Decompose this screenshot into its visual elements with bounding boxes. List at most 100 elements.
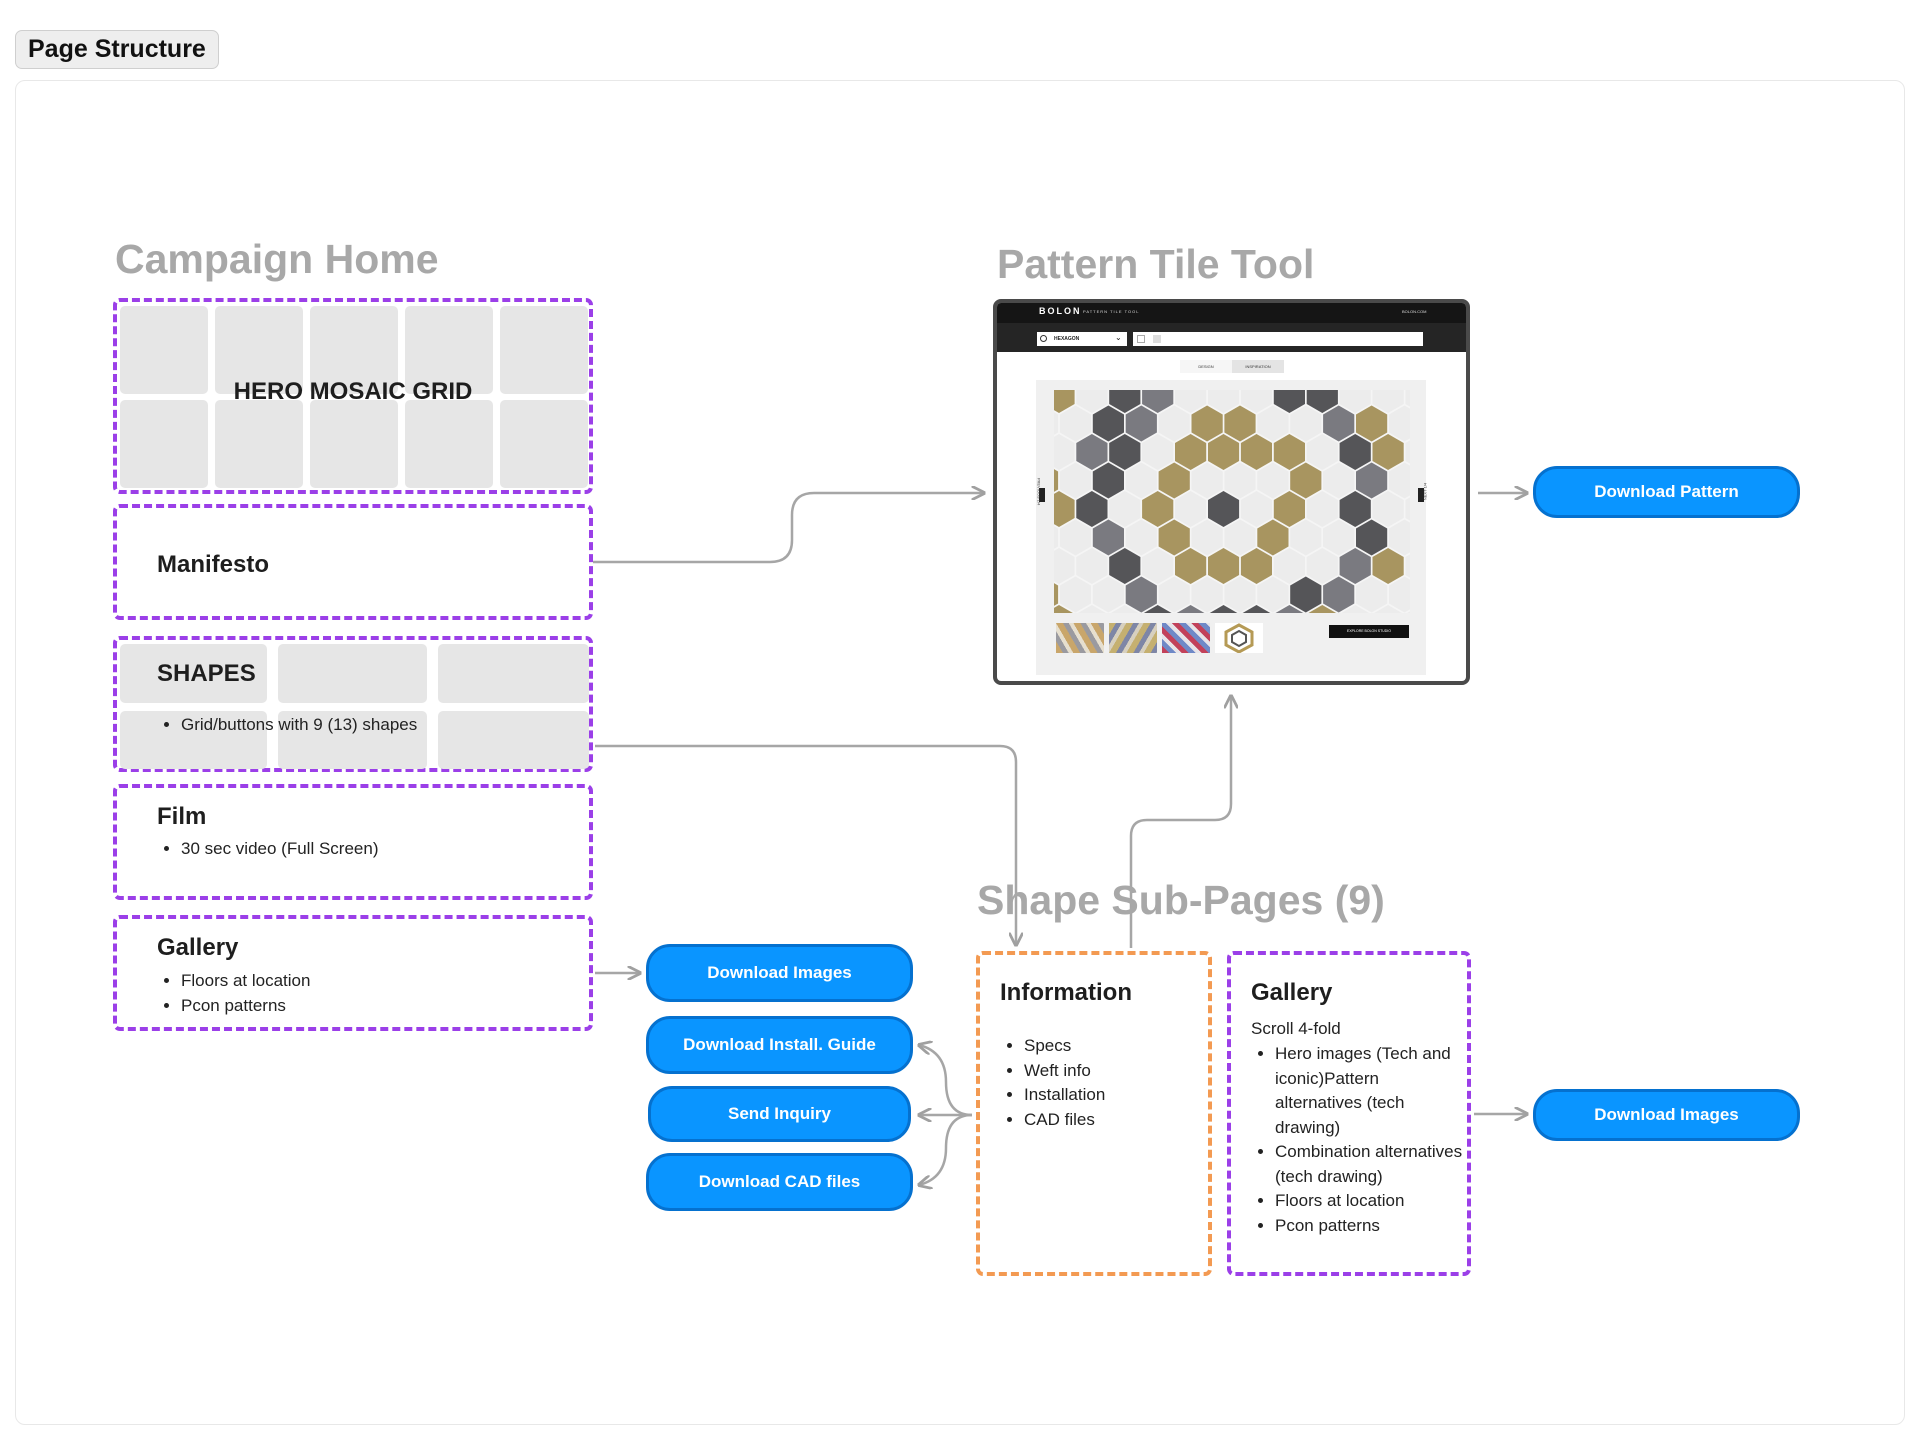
hexagon-tile — [1054, 469, 1059, 492]
mock-shape-select[interactable]: HEXAGON ⌄ — [1037, 332, 1127, 346]
subpage-gallery-bullet: Pcon patterns — [1275, 1214, 1465, 1239]
mock-prev-label: PREVIOUS 1/4 — [1036, 477, 1042, 506]
download-cad-files-button[interactable]: Download CAD files — [646, 1153, 913, 1211]
gallery-bullet: Pcon patterns — [181, 994, 577, 1019]
subpage-gallery-subtitle: Scroll 4-fold — [1251, 1019, 1341, 1038]
hexagon-tile — [1109, 434, 1141, 470]
hexagon-tile — [1323, 519, 1355, 556]
hero-mosaic-label: HERO MOSAIC GRID — [233, 378, 473, 405]
hexagon-tile — [1356, 519, 1388, 556]
hexagon-tile — [1054, 390, 1075, 413]
hexagon-tile — [1109, 390, 1141, 413]
hexagon-tile — [1290, 405, 1322, 442]
shape-cell — [438, 711, 589, 769]
mosaic-cell — [215, 306, 303, 394]
download-images-button[interactable]: Download Images — [646, 944, 913, 1002]
hexagon-tile — [1125, 405, 1157, 442]
mock-explore-button[interactable]: EXPLORE BOLON STUDIO — [1329, 625, 1409, 638]
mock-next-handle[interactable] — [1418, 488, 1424, 502]
shape-cell — [120, 644, 267, 703]
hexagon-tile — [1257, 576, 1289, 613]
download-images-subpage-button[interactable]: Download Images — [1533, 1089, 1800, 1141]
hexagon-tile — [1191, 462, 1223, 499]
hexagon-tile — [1273, 390, 1305, 413]
hexagon-tile — [1158, 519, 1190, 556]
hexagon-tile — [1142, 491, 1174, 527]
hexagon-tile — [1076, 548, 1108, 584]
hexagon-tile — [1224, 462, 1256, 499]
hexagon-tile — [1275, 605, 1304, 613]
hexagon-tile — [1389, 576, 1410, 613]
hexagon-tile — [1209, 605, 1238, 613]
information-block: Information Specs Weft info Installation… — [976, 951, 1212, 1276]
hexagon-tile — [1109, 548, 1141, 584]
hexagon-tile — [1323, 405, 1355, 442]
chevron-down-icon: ⌄ — [1115, 333, 1122, 342]
hexagon-tile — [1339, 548, 1371, 584]
mock-thumbnail[interactable] — [1215, 623, 1263, 654]
download-install-guide-button[interactable]: Download Install. Guide — [646, 1016, 913, 1074]
subpage-gallery-bullet: Floors at location — [1275, 1189, 1465, 1214]
hexagon-tile — [1323, 576, 1355, 613]
mock-select-value: HEXAGON — [1054, 336, 1080, 342]
send-inquiry-button[interactable]: Send Inquiry — [648, 1086, 911, 1142]
hexagon-tile — [1059, 405, 1091, 442]
hexagon-tile — [1054, 583, 1059, 606]
subpage-gallery-block: Gallery Scroll 4-fold Hero images (Tech … — [1227, 951, 1471, 1276]
shape-cell — [120, 711, 267, 769]
hexagon-tile — [1339, 491, 1371, 527]
shape-cell — [438, 644, 589, 703]
mock-tab-inspiration[interactable]: INSPIRATION — [1232, 360, 1284, 373]
hexagon-tile — [1176, 605, 1205, 613]
mock-next-label: NEXT 1/4 — [1422, 482, 1428, 501]
mock-site-link[interactable]: BOLON.COM — [1402, 309, 1427, 314]
film-bullets: 30 sec video (Full Screen) — [157, 837, 577, 862]
hexagon-tile — [1158, 462, 1190, 499]
mock-color-bar[interactable] — [1133, 332, 1423, 346]
hexagon-tile — [1059, 462, 1091, 499]
mock-tab-design[interactable]: DESIGN — [1180, 360, 1232, 373]
swatch-icon — [1137, 335, 1145, 343]
hexagon-tile — [1208, 548, 1240, 584]
hexagon-tile — [1290, 519, 1322, 556]
hexagon-tile — [1076, 491, 1108, 527]
hexagon-tile — [1059, 519, 1091, 556]
mosaic-cell — [120, 400, 208, 488]
subpage-gallery-bullet: Hero images (Tech and iconic)Pattern alt… — [1275, 1042, 1465, 1140]
gallery-block: Gallery Floors at location Pcon patterns — [113, 915, 593, 1031]
hexagon-tile — [1076, 434, 1108, 470]
hexagon-tile — [1290, 462, 1322, 499]
download-pattern-button[interactable]: Download Pattern — [1533, 466, 1800, 518]
mock-thumbnail[interactable] — [1056, 623, 1104, 653]
hexagon-tile — [1142, 434, 1174, 470]
film-bullet: 30 sec video (Full Screen) — [181, 837, 577, 862]
section-title-pattern-tile-tool: Pattern Tile Tool — [997, 241, 1315, 287]
hexagon-tile — [1142, 390, 1174, 413]
shapes-title: SHAPES — [157, 660, 256, 687]
information-bullet: CAD files — [1024, 1108, 1200, 1133]
hexagon-tile — [1405, 554, 1410, 578]
mock-thumbnail[interactable] — [1109, 623, 1157, 653]
subpage-gallery-title: Gallery — [1251, 979, 1333, 1006]
hexagon-tile — [1054, 491, 1075, 527]
gallery-bullet: Floors at location — [181, 969, 577, 994]
hexagon-tile — [1125, 519, 1157, 556]
mock-prev-handle[interactable] — [1039, 488, 1045, 502]
information-bullets: Specs Weft info Installation CAD files — [1000, 1034, 1200, 1132]
hexagon-tile — [1405, 440, 1410, 464]
hexagon-tile — [1142, 548, 1174, 584]
mosaic-cell — [215, 400, 303, 488]
mock-thumbnail[interactable] — [1162, 623, 1210, 653]
hexagon-tile — [1092, 405, 1124, 442]
hexagon-tile — [1374, 605, 1402, 613]
information-bullet: Installation — [1024, 1083, 1200, 1108]
circle-icon — [1040, 335, 1047, 342]
information-bullet: Weft info — [1024, 1059, 1200, 1084]
mosaic-cell — [310, 400, 398, 488]
manifesto-title: Manifesto — [157, 551, 270, 578]
film-block: Film 30 sec video (Full Screen) — [113, 784, 593, 900]
hexagon-pattern-preview — [1054, 390, 1410, 613]
hexagon-tile — [1143, 605, 1172, 613]
mosaic-cell — [310, 306, 398, 394]
mock-topbar: BOLON PATTERN TILE TOOL BOLON.COM — [997, 303, 1466, 323]
